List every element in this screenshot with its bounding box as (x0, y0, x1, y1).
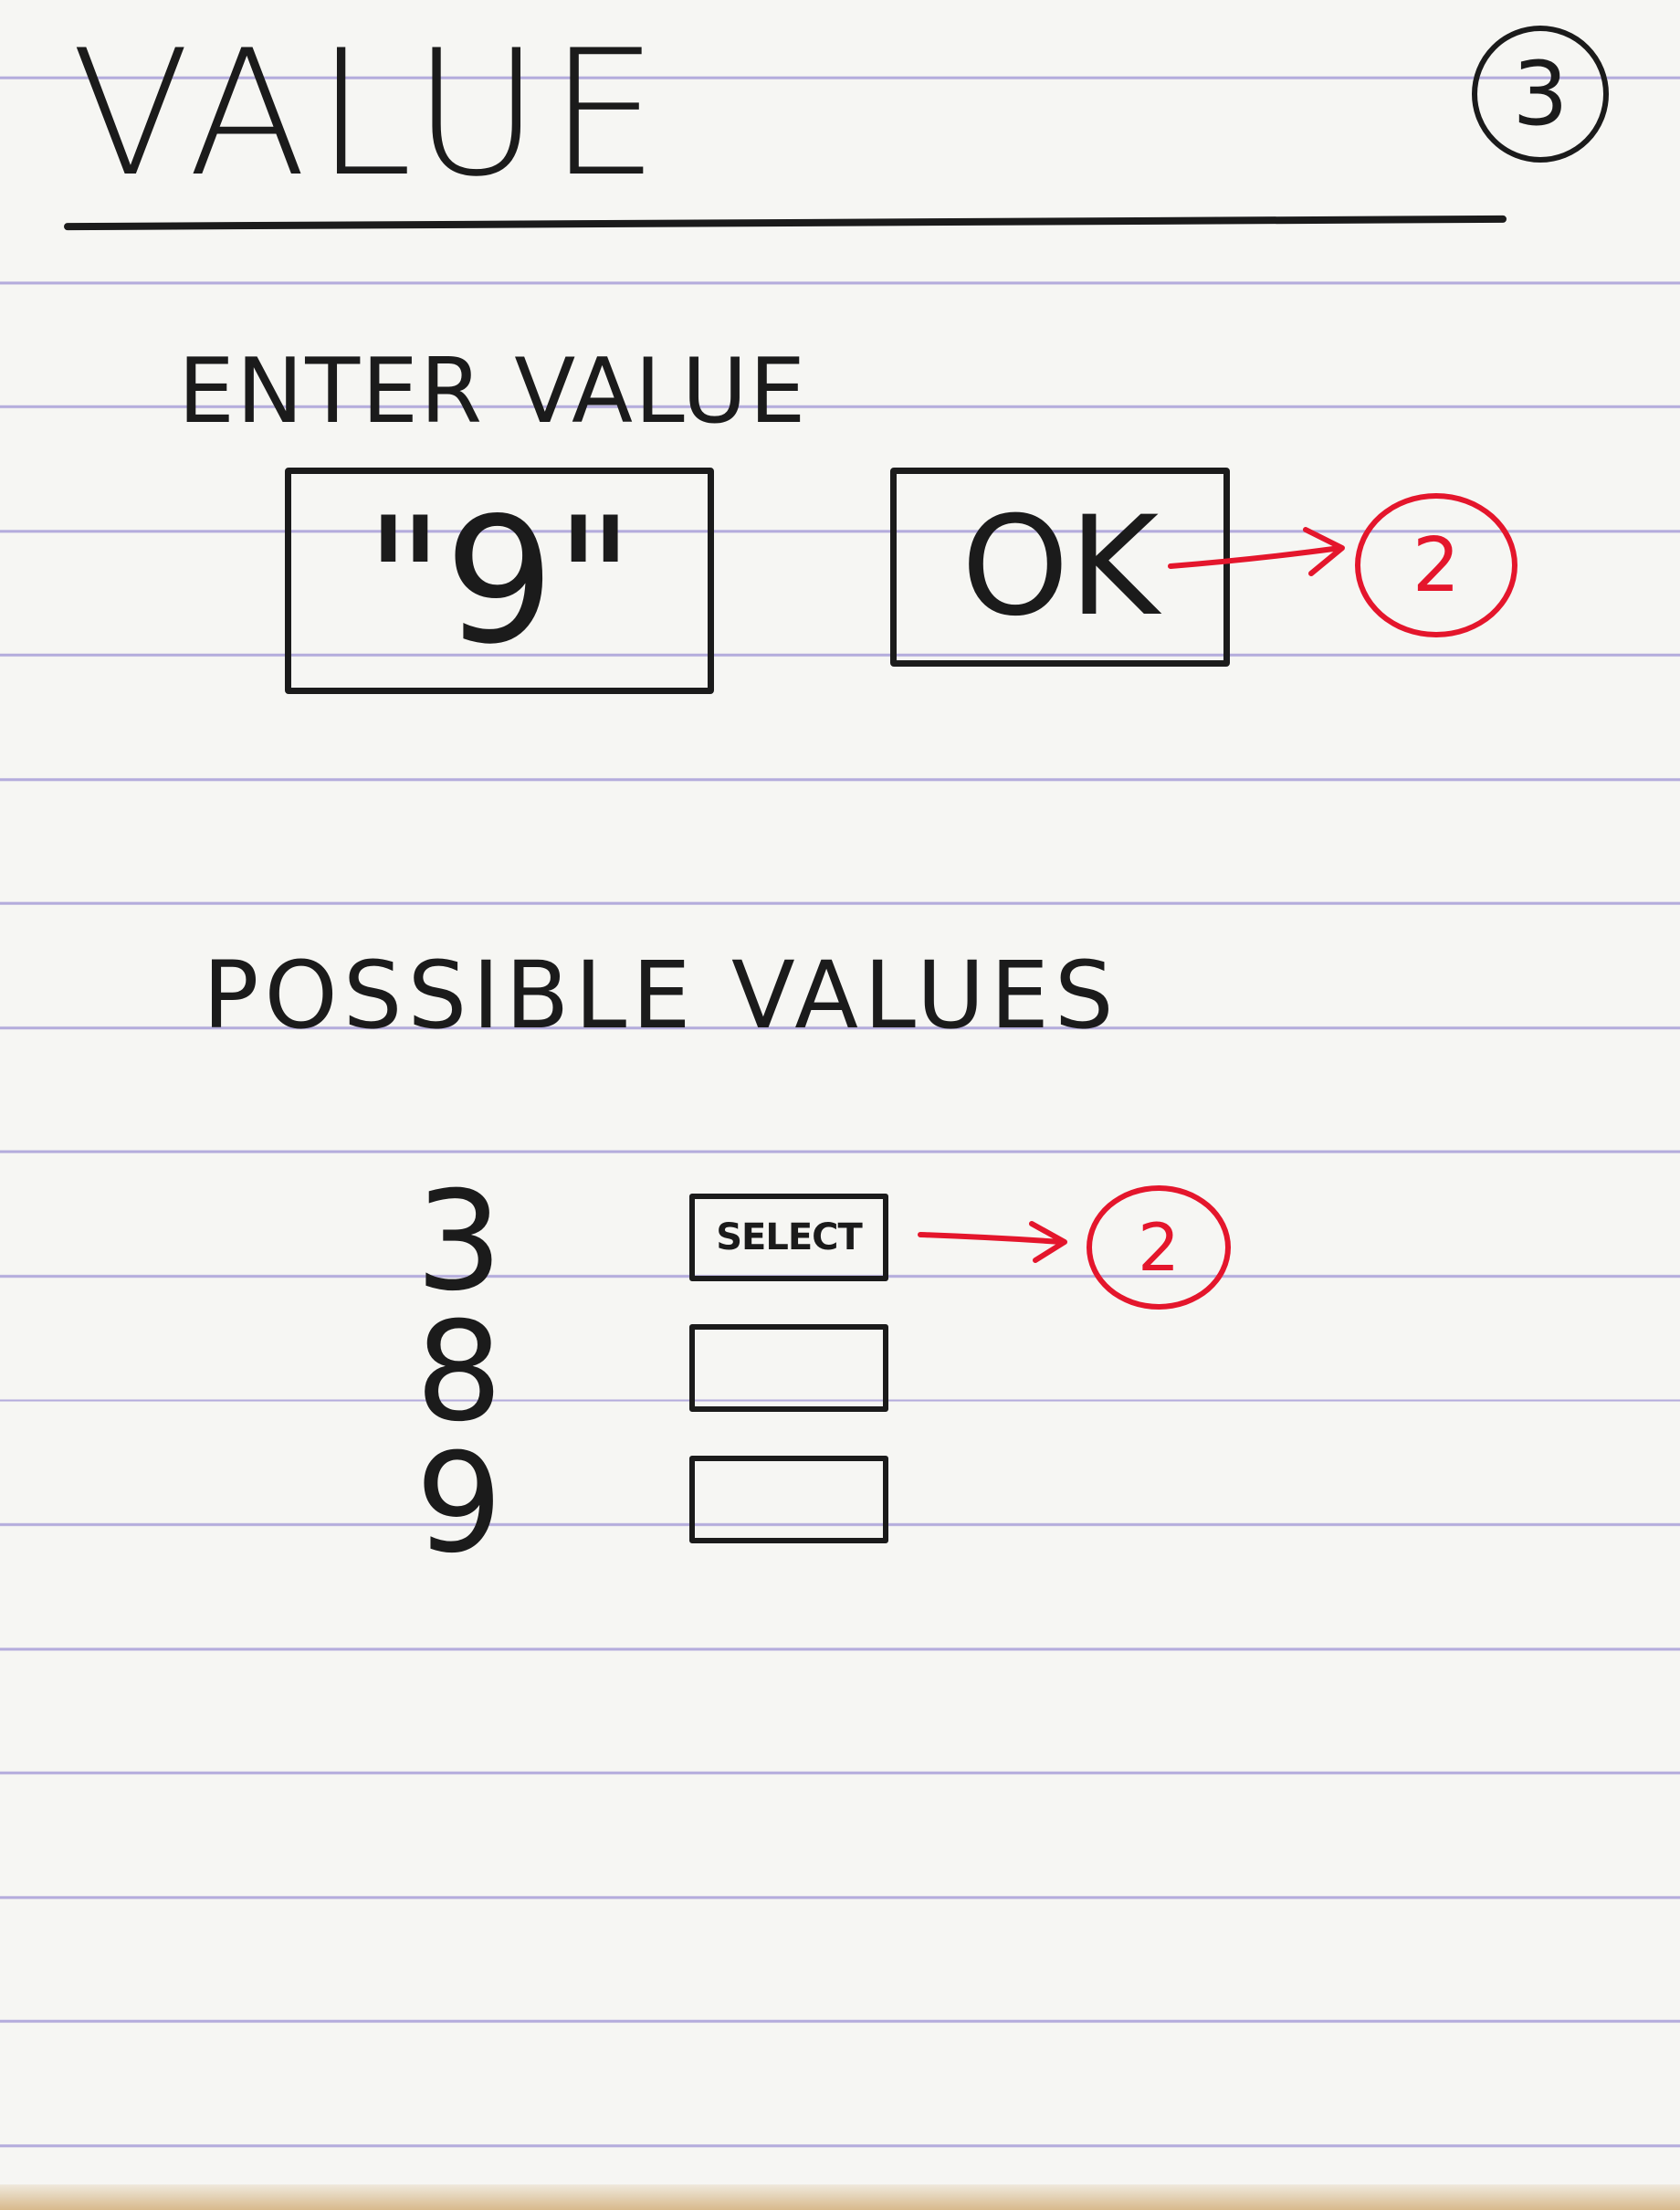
select-button[interactable] (689, 1456, 888, 1543)
possible-value-row: 8 (415, 1304, 963, 1441)
select-button[interactable]: SELECT (689, 1194, 888, 1281)
select-target-screen-badge: 2 (1087, 1185, 1231, 1310)
possible-value-row: 9 (415, 1436, 963, 1573)
ok-button[interactable]: OK (890, 468, 1230, 667)
possible-values-label: POSSIBLE VALUES (203, 942, 1119, 1050)
possible-value-row: 3 SELECT (415, 1173, 963, 1310)
enter-value-label: ENTER VALUE (178, 340, 808, 444)
page-title: VALUE (71, 13, 668, 215)
possible-value-number: 9 (415, 1425, 503, 1584)
ok-target-screen-badge: 2 (1355, 493, 1517, 637)
possible-value-number: 8 (415, 1293, 503, 1452)
select-button[interactable] (689, 1324, 888, 1412)
paper-torn-edge (0, 2184, 1680, 2210)
possible-value-number: 3 (415, 1163, 503, 1321)
value-input[interactable]: "9" (285, 468, 714, 694)
page-number-badge: 3 (1472, 26, 1609, 163)
